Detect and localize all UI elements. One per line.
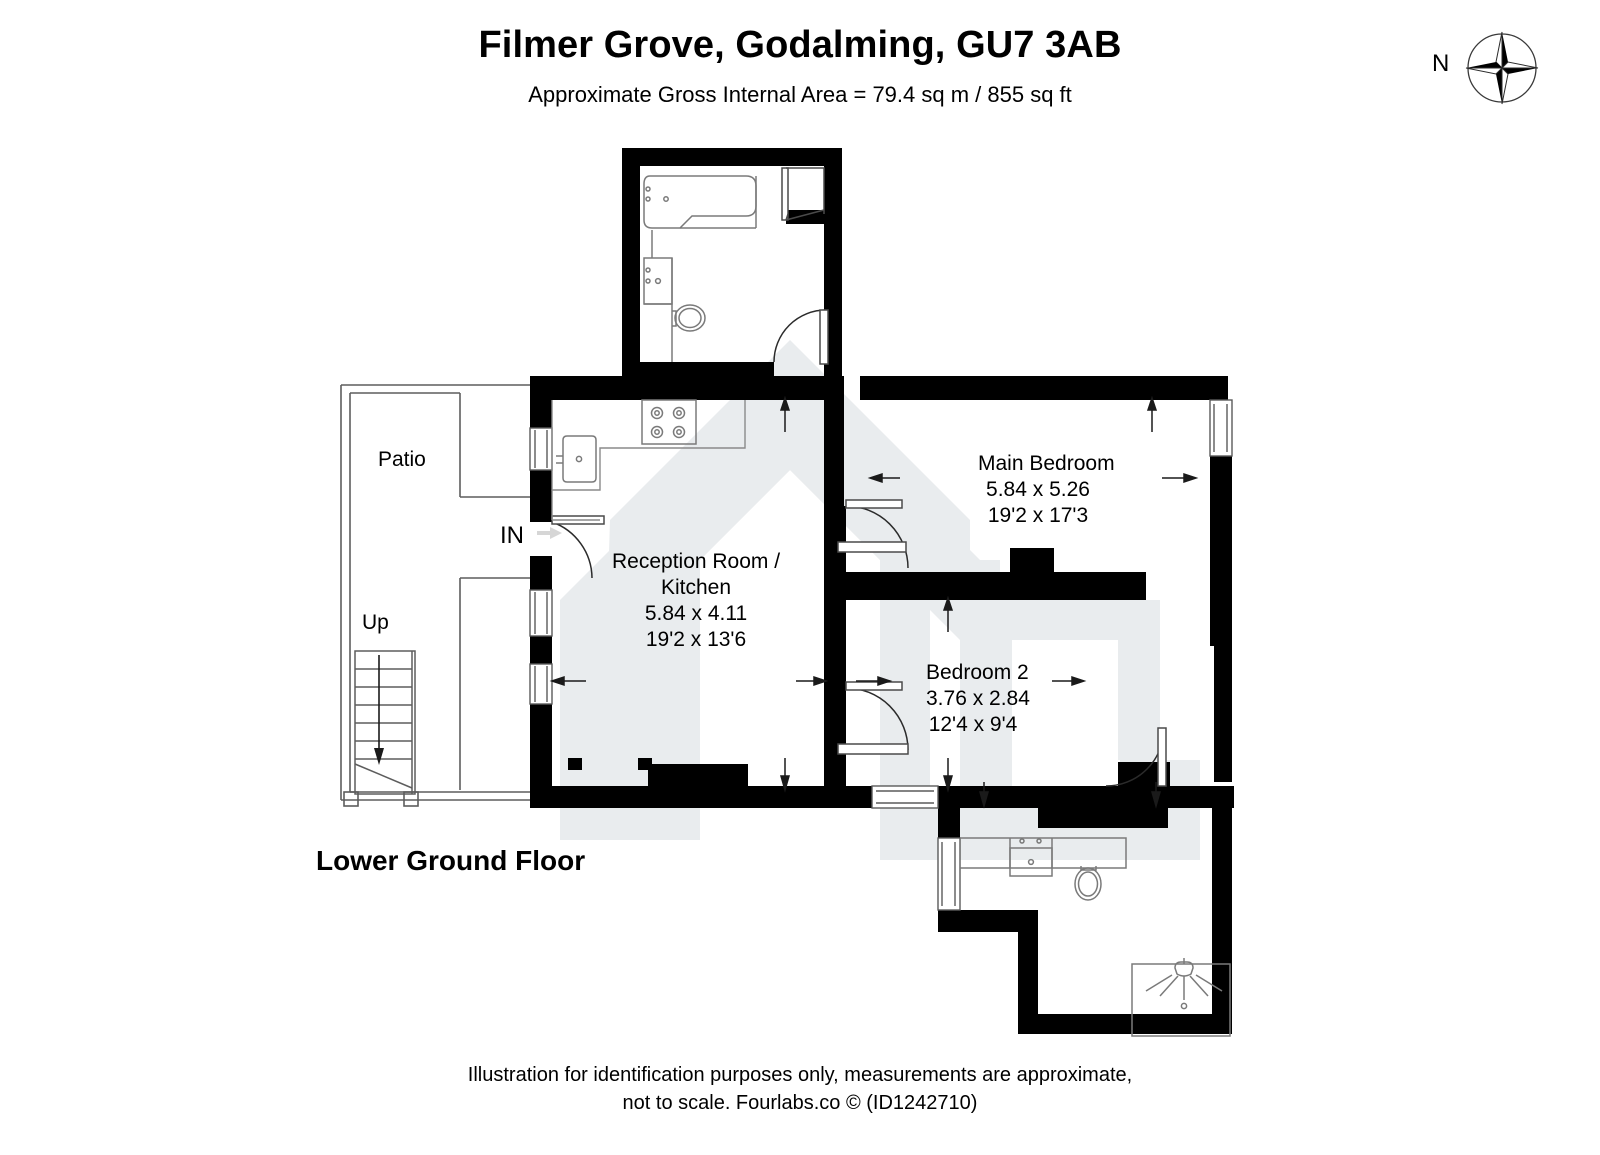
room-name-line1: Main Bedroom [978, 452, 1115, 475]
door-bathroom-top [781, 167, 825, 221]
footer-line-2: not to scale. Fourlabs.co © (ID1242710) [622, 1092, 978, 1114]
room-dim-metric: 5.84 x 4.11 [644, 602, 748, 625]
room-label-reception-kitchen: Reception Room / Kitchen 5.84 x 4.11 19'… [612, 549, 780, 653]
fixture-toilet-upper-icon [672, 304, 706, 332]
stairs-direction-arrow [374, 655, 384, 765]
patio-posts [343, 791, 419, 807]
fixture-washbasin-upper-icon [643, 230, 673, 362]
patio-outline [340, 384, 538, 801]
fixture-shower-icon [1131, 958, 1231, 1037]
room-dim-metric: 5.84 x 5.26 [986, 478, 1090, 501]
compass-north-label: N [1432, 50, 1450, 77]
room-name-line2: Kitchen [660, 576, 732, 599]
fixture-washbasin-lower-icon [960, 837, 1127, 877]
room-dim-metric: 3.76 x 2.84 [926, 687, 1030, 710]
fixture-kitchen-sink-icon [556, 435, 597, 483]
fixture-bathtub-icon [643, 175, 757, 229]
windows [529, 399, 1233, 911]
kitchen-counter-outline [551, 400, 746, 521]
room-dim-imperial: 19'2 x 17'3 [987, 504, 1089, 527]
entrance-arrow-icon [537, 527, 562, 539]
room-label-bedroom-2: Bedroom 2 3.76 x 2.84 12'4 x 9'4 [926, 660, 1030, 738]
footer-line-1: Illustration for identification purposes… [467, 1064, 1133, 1086]
patio-label: Patio [378, 448, 426, 471]
room-name-line1: Bedroom 2 [926, 661, 1029, 684]
room-dim-imperial: 12'4 x 9'4 [928, 713, 1018, 736]
door-lower-bathroom [1105, 727, 1167, 787]
footer-disclaimer: Illustration for identification purposes… [0, 1061, 1600, 1117]
door-bathroom-lower [773, 309, 829, 365]
room-label-main-bedroom: Main Bedroom 5.84 x 5.26 19'2 x 17'3 [978, 451, 1115, 529]
stairs-up-label: Up [362, 611, 389, 634]
walls [530, 148, 1234, 1034]
door-bedroom-2 [837, 681, 909, 755]
room-name-line1: Reception Room / [612, 550, 781, 573]
door-main-bedroom [837, 499, 909, 569]
fixture-hob-icon [641, 399, 697, 445]
fixture-toilet-lower-icon [1074, 866, 1102, 901]
floor-level-label: Lower Ground Floor [316, 845, 586, 876]
page-subtitle: Approximate Gross Internal Area = 79.4 s… [528, 82, 1072, 107]
dimension-arrows [549, 395, 1199, 809]
entrance-label: IN [500, 522, 524, 549]
staircase [354, 650, 416, 795]
room-dim-imperial: 19'2 x 13'6 [645, 628, 747, 651]
page-title: Filmer Grove, Godalming, GU7 3AB [478, 24, 1122, 66]
compass-rose-icon: N [1432, 28, 1542, 108]
